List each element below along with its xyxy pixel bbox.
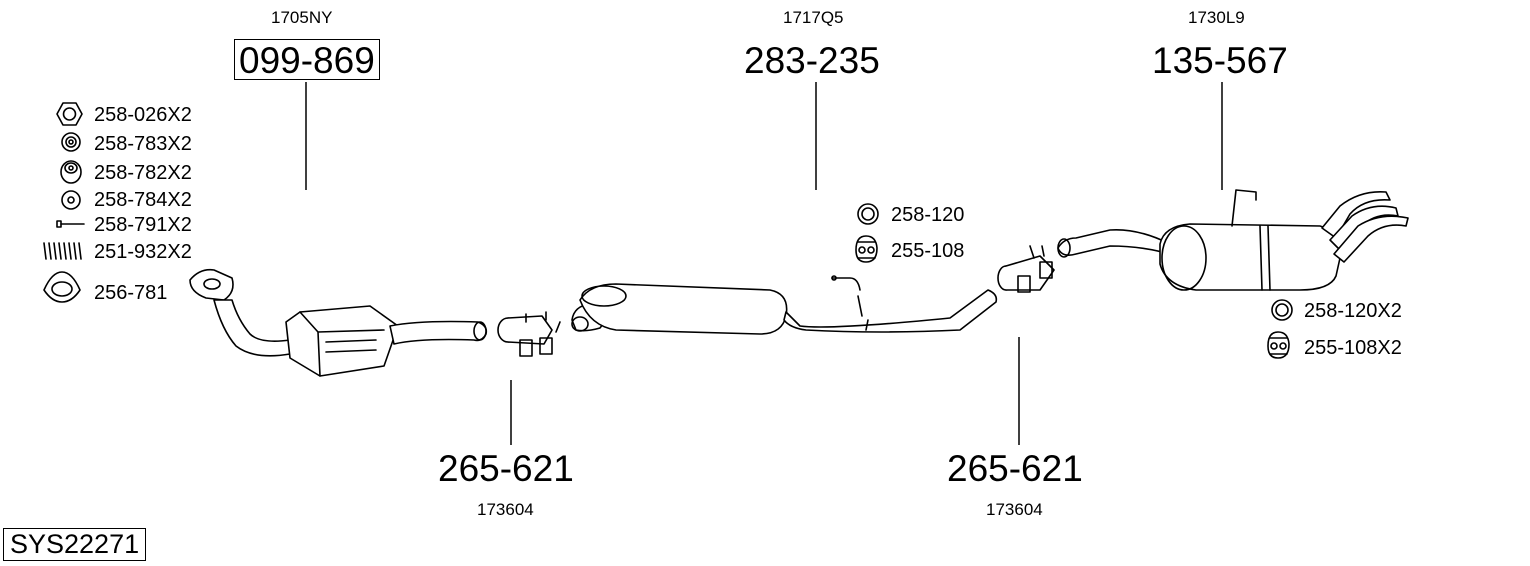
gasket-ring-icon <box>43 271 81 303</box>
accessory-label-spring: 251-932X2 <box>94 241 192 263</box>
accessory-label-mid-rubber-hanger: 255-108 <box>891 240 965 262</box>
accessory-label-bolt: 258-791X2 <box>94 214 192 236</box>
part-number-middle-silencer: 283-235 <box>744 40 880 81</box>
accessory-label-washer: 258-784X2 <box>94 189 192 211</box>
rubber-ring-icon <box>1271 299 1293 321</box>
rubber-hanger-icon <box>855 235 878 263</box>
part-number-rear-silencer: 135-567 <box>1152 40 1288 81</box>
clamp-part-1 <box>497 311 561 357</box>
accessory-label-rubber-ring: 258-783X2 <box>94 133 192 155</box>
accessory-label-mid-rubber-ring: 258-120 <box>891 204 965 226</box>
rubber-ring-icon <box>857 203 879 225</box>
accessory-label-rubber-mount: 258-782X2 <box>94 162 192 184</box>
part-number-clamp-2: 265-621 <box>947 448 1083 489</box>
oe-number-rear-silencer: 1730L9 <box>1188 8 1245 27</box>
accessory-label-gasket-ring: 256-781 <box>94 282 168 304</box>
accessory-label-hex-nut: 258-026X2 <box>94 104 192 126</box>
part-number-clamp-1: 265-621 <box>438 448 574 489</box>
rubber-mount-icon <box>60 160 82 184</box>
middle-silencer-part <box>571 275 998 335</box>
rubber-hanger-icon <box>1267 331 1290 359</box>
clamp-part-2 <box>997 245 1055 293</box>
system-code-badge: SYS22271 <box>3 528 147 561</box>
bolt-icon <box>56 220 85 228</box>
oe-number-clamp-1: 173604 <box>477 500 534 519</box>
accessory-label-right-rubber-hanger: 255-108X2 <box>1304 337 1402 359</box>
oe-number-catalyst: 1705NY <box>271 8 333 27</box>
spring-icon <box>43 242 82 260</box>
accessory-label-right-rubber-ring: 258-120X2 <box>1304 300 1402 322</box>
rear-silencer-part <box>1057 189 1409 291</box>
catalytic-converter-part <box>189 268 488 377</box>
washer-icon <box>61 190 81 210</box>
oe-number-middle-silencer: 1717Q5 <box>783 8 844 27</box>
oe-number-clamp-2: 173604 <box>986 500 1043 519</box>
part-number-catalyst: 099-869 <box>234 39 380 80</box>
rubber-ring-icon <box>61 132 81 152</box>
hex-nut-icon <box>56 102 83 126</box>
